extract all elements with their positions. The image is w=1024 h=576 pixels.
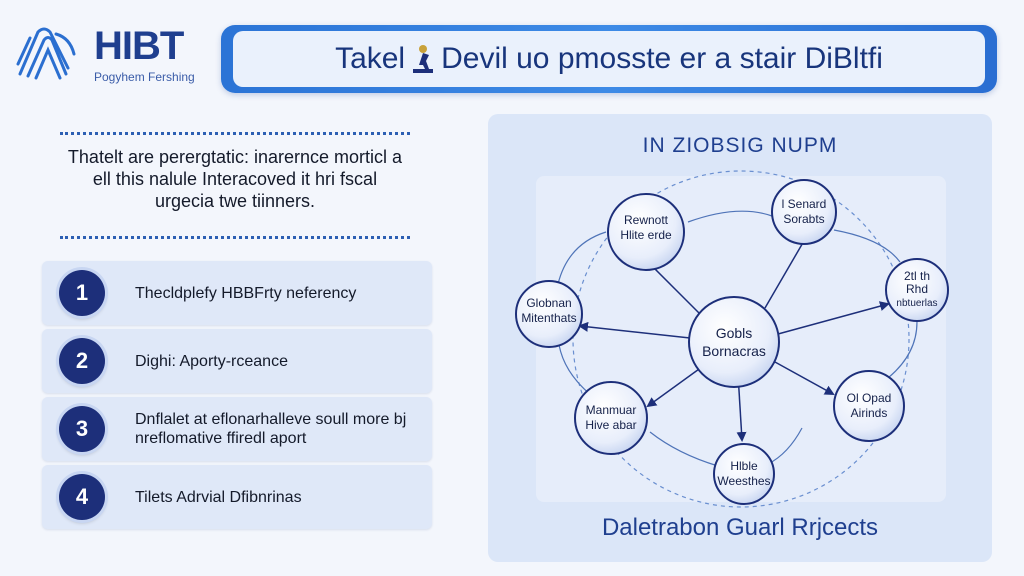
logo-subtitle: Pogyhem Fershing: [94, 70, 195, 84]
node-label: Hive abar: [585, 418, 636, 432]
divider-top: [60, 132, 410, 135]
network-diagram: Gobls Bornacras Rewnott Hlite erde l Sen…: [515, 170, 949, 508]
step-item-2: 2 Dighi: Aporty-rceance: [42, 329, 432, 393]
logo-title: HIBT: [94, 24, 184, 68]
arrow-to-node-2: [764, 232, 810, 309]
node-label: 2tl th: [904, 269, 930, 283]
hibt-logo: HIBT Pogyhem Fershing: [16, 22, 216, 92]
node-3: 2tl th Rhd nbtuerlas: [885, 258, 949, 322]
node-label: Globnan: [526, 296, 571, 310]
node-label: Hlite erde: [620, 228, 672, 242]
node-1: Rewnott Hlite erde: [607, 193, 685, 271]
node-label: Rewnott: [624, 213, 669, 227]
step-number-badge: 4: [59, 474, 105, 520]
step-text: Tilets Adrvial Dfibnrinas: [135, 488, 302, 506]
header-title-right: Devil uo pmosste er a stair DiBltfi: [441, 42, 883, 75]
step-text: Thecldplefy HBBFrty neferency: [135, 284, 357, 302]
diagram-footer: Daletrabon Guarl Rrjcects: [601, 514, 879, 541]
node-label: Weesthes: [717, 474, 770, 488]
step-text: Dnflalet at eflonarhalleve soull more bj…: [135, 411, 407, 447]
node-2: l Senard Sorabts: [771, 179, 837, 245]
arrow-to-node-4: [578, 321, 691, 339]
step-item-4: 4 Tilets Adrvial Dfibnrinas: [42, 465, 432, 529]
step-number-badge: 2: [59, 338, 105, 384]
node-7: Manmuar Hive abar: [574, 381, 648, 455]
divider-bottom: [60, 236, 410, 239]
node-label: l Senard: [782, 197, 827, 211]
step-item-3: 3 Dnflalet at eflonarhalleve soull more …: [42, 397, 432, 461]
step-item-1: 1 Thecldplefy HBBFrty neferency: [42, 261, 432, 325]
node-label: Rhd: [906, 282, 928, 296]
node-6: Hlble Weesthes: [713, 443, 775, 505]
step-text: Dighi: Aporty-rceance: [135, 352, 288, 370]
node-label: nbtuerlas: [896, 298, 937, 309]
intro-line: Thatelt are perergtatic: inarernce morti…: [67, 147, 403, 167]
node-label: Airinds: [851, 406, 888, 420]
node-4: Globnan Mitenthats: [515, 280, 583, 348]
node-label: Sorabts: [783, 212, 824, 226]
node-label: Ol Opad: [847, 391, 892, 405]
node-label: Manmuar: [586, 403, 637, 417]
node-label: Bornacras: [702, 343, 766, 359]
node-label: Mitenthats: [521, 311, 576, 325]
arrow-to-node-5: [774, 361, 835, 395]
figure-icon: [413, 45, 434, 73]
arrow-to-node-7: [646, 363, 707, 408]
diagram-title: IN ZIOBSIG NUPM: [642, 134, 838, 157]
step-number-badge: 1: [59, 270, 105, 316]
header-banner-inner: Takel Devil uo pmosste er a stair DiBltf…: [233, 31, 985, 87]
intro-paragraph: Thatelt are perergtatic: inarernce morti…: [30, 146, 440, 212]
header-banner: Takel Devil uo pmosste er a stair DiBltf…: [221, 25, 997, 93]
orbit-ring: [572, 170, 910, 508]
diagram-panel: IN ZIOBSIG NUPM: [488, 114, 992, 562]
step-number-badge: 3: [59, 406, 105, 452]
intro-line: urgecia twe tiinners.: [154, 191, 316, 211]
node-label: Hlble: [730, 459, 758, 473]
intro-line: ell this nalule Interacoved it hri fscal: [92, 169, 378, 189]
node-label: Gobls: [716, 325, 753, 341]
logo-mark-icon: [16, 27, 76, 80]
arrow-to-node-3: [777, 301, 890, 335]
header-title-left: Takel: [335, 42, 406, 75]
node-5: Ol Opad Airinds: [833, 370, 905, 442]
node-center: Gobls Bornacras: [688, 296, 780, 388]
